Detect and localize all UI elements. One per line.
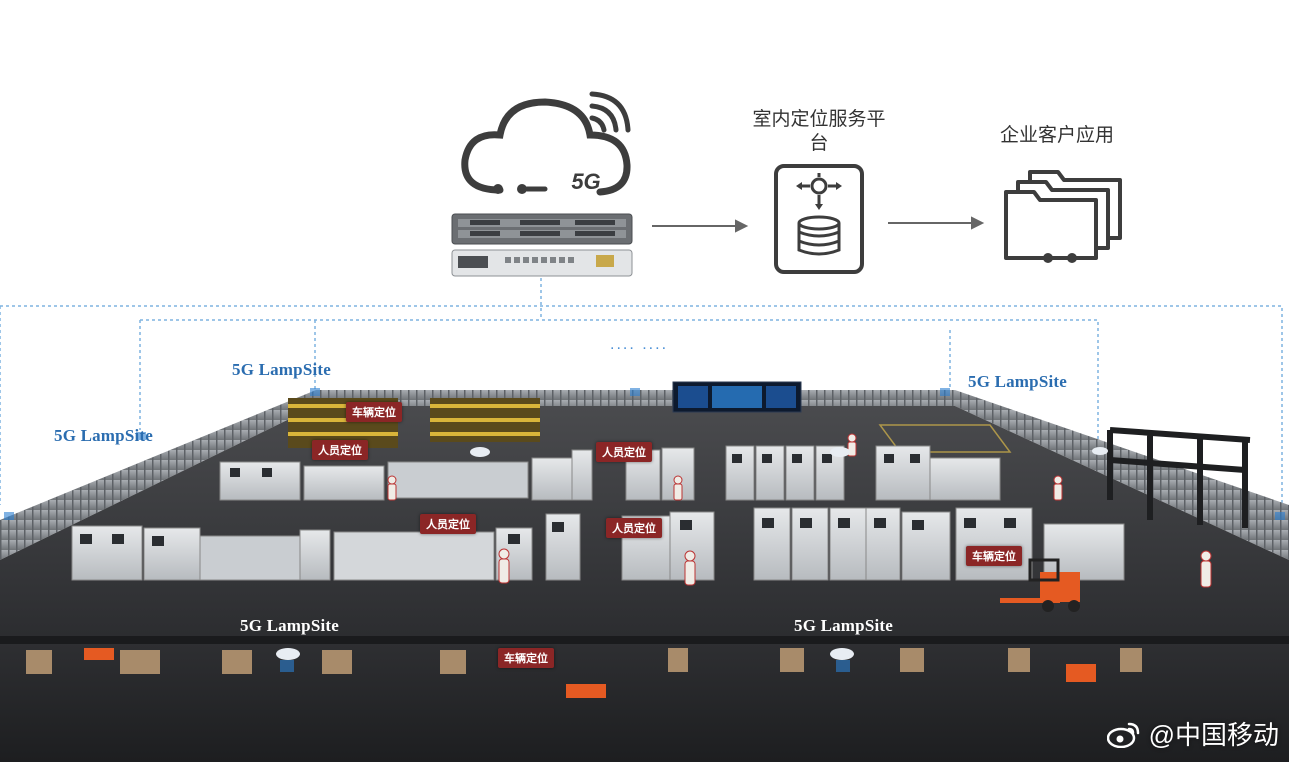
- lampsite-label: 5G LampSite: [968, 372, 1067, 392]
- monitoring-screen: [672, 381, 802, 413]
- enterprise-title: 企业客户应用: [999, 125, 1114, 146]
- workers: [387, 433, 1212, 588]
- enterprise-folders-icon: [1004, 170, 1122, 260]
- weibo-icon: [1106, 722, 1139, 748]
- person-location-tag: 人员定位: [312, 440, 368, 460]
- person-location-tag: 人员定位: [420, 514, 476, 534]
- wifi-signal-icon: [589, 91, 631, 133]
- lampsite-label-text: 5G LampSite: [240, 616, 340, 635]
- switch-device: [451, 249, 633, 277]
- platform-server-icon: [774, 164, 864, 274]
- forklift: [1000, 558, 1080, 612]
- left-wall: [0, 390, 316, 560]
- lampsite-nodes: [276, 447, 1108, 660]
- network-continuation: .... ....: [610, 336, 669, 353]
- cloud-icon: [461, 98, 631, 196]
- cloud-5g-label: 5G: [571, 169, 601, 194]
- lampsite-label: 5G LampSite: [240, 616, 339, 636]
- lampsite-label-text: 5G LampSite: [968, 372, 1068, 391]
- platform-title: 室内定位服务平台: [752, 109, 886, 154]
- lampsite-label: 5G LampSite: [54, 426, 153, 446]
- network-links: [0, 278, 1283, 512]
- lampsite-label-text: 5G LampSite: [794, 616, 894, 635]
- lampsite-label-text: 5G LampSite: [232, 360, 332, 379]
- production-line-front: [71, 507, 1125, 581]
- lampsite-label: 5G LampSite: [794, 616, 893, 636]
- bbu-device: [451, 213, 633, 245]
- vehicle-location-tag: 车辆定位: [346, 402, 402, 422]
- lampsite-label: 5G LampSite: [232, 360, 331, 380]
- person-location-tag: 人员定位: [596, 442, 652, 462]
- production-line-back: [219, 445, 1001, 501]
- person-location-tag: 人员定位: [606, 518, 662, 538]
- gantry-structure: [1107, 427, 1251, 528]
- vehicle-location-tag: 车辆定位: [966, 546, 1022, 566]
- lower-level-equipment: [26, 648, 1142, 698]
- right-wall: [955, 390, 1289, 560]
- lampsite-label-text: 5G LampSite: [54, 426, 154, 445]
- vehicle-location-tag: 车辆定位: [498, 648, 554, 668]
- lower-level: [0, 636, 1289, 762]
- watermark: @中国移动: [1106, 715, 1279, 752]
- flow-arrow: [652, 216, 985, 233]
- watermark-handle: @中国移动: [1148, 720, 1279, 750]
